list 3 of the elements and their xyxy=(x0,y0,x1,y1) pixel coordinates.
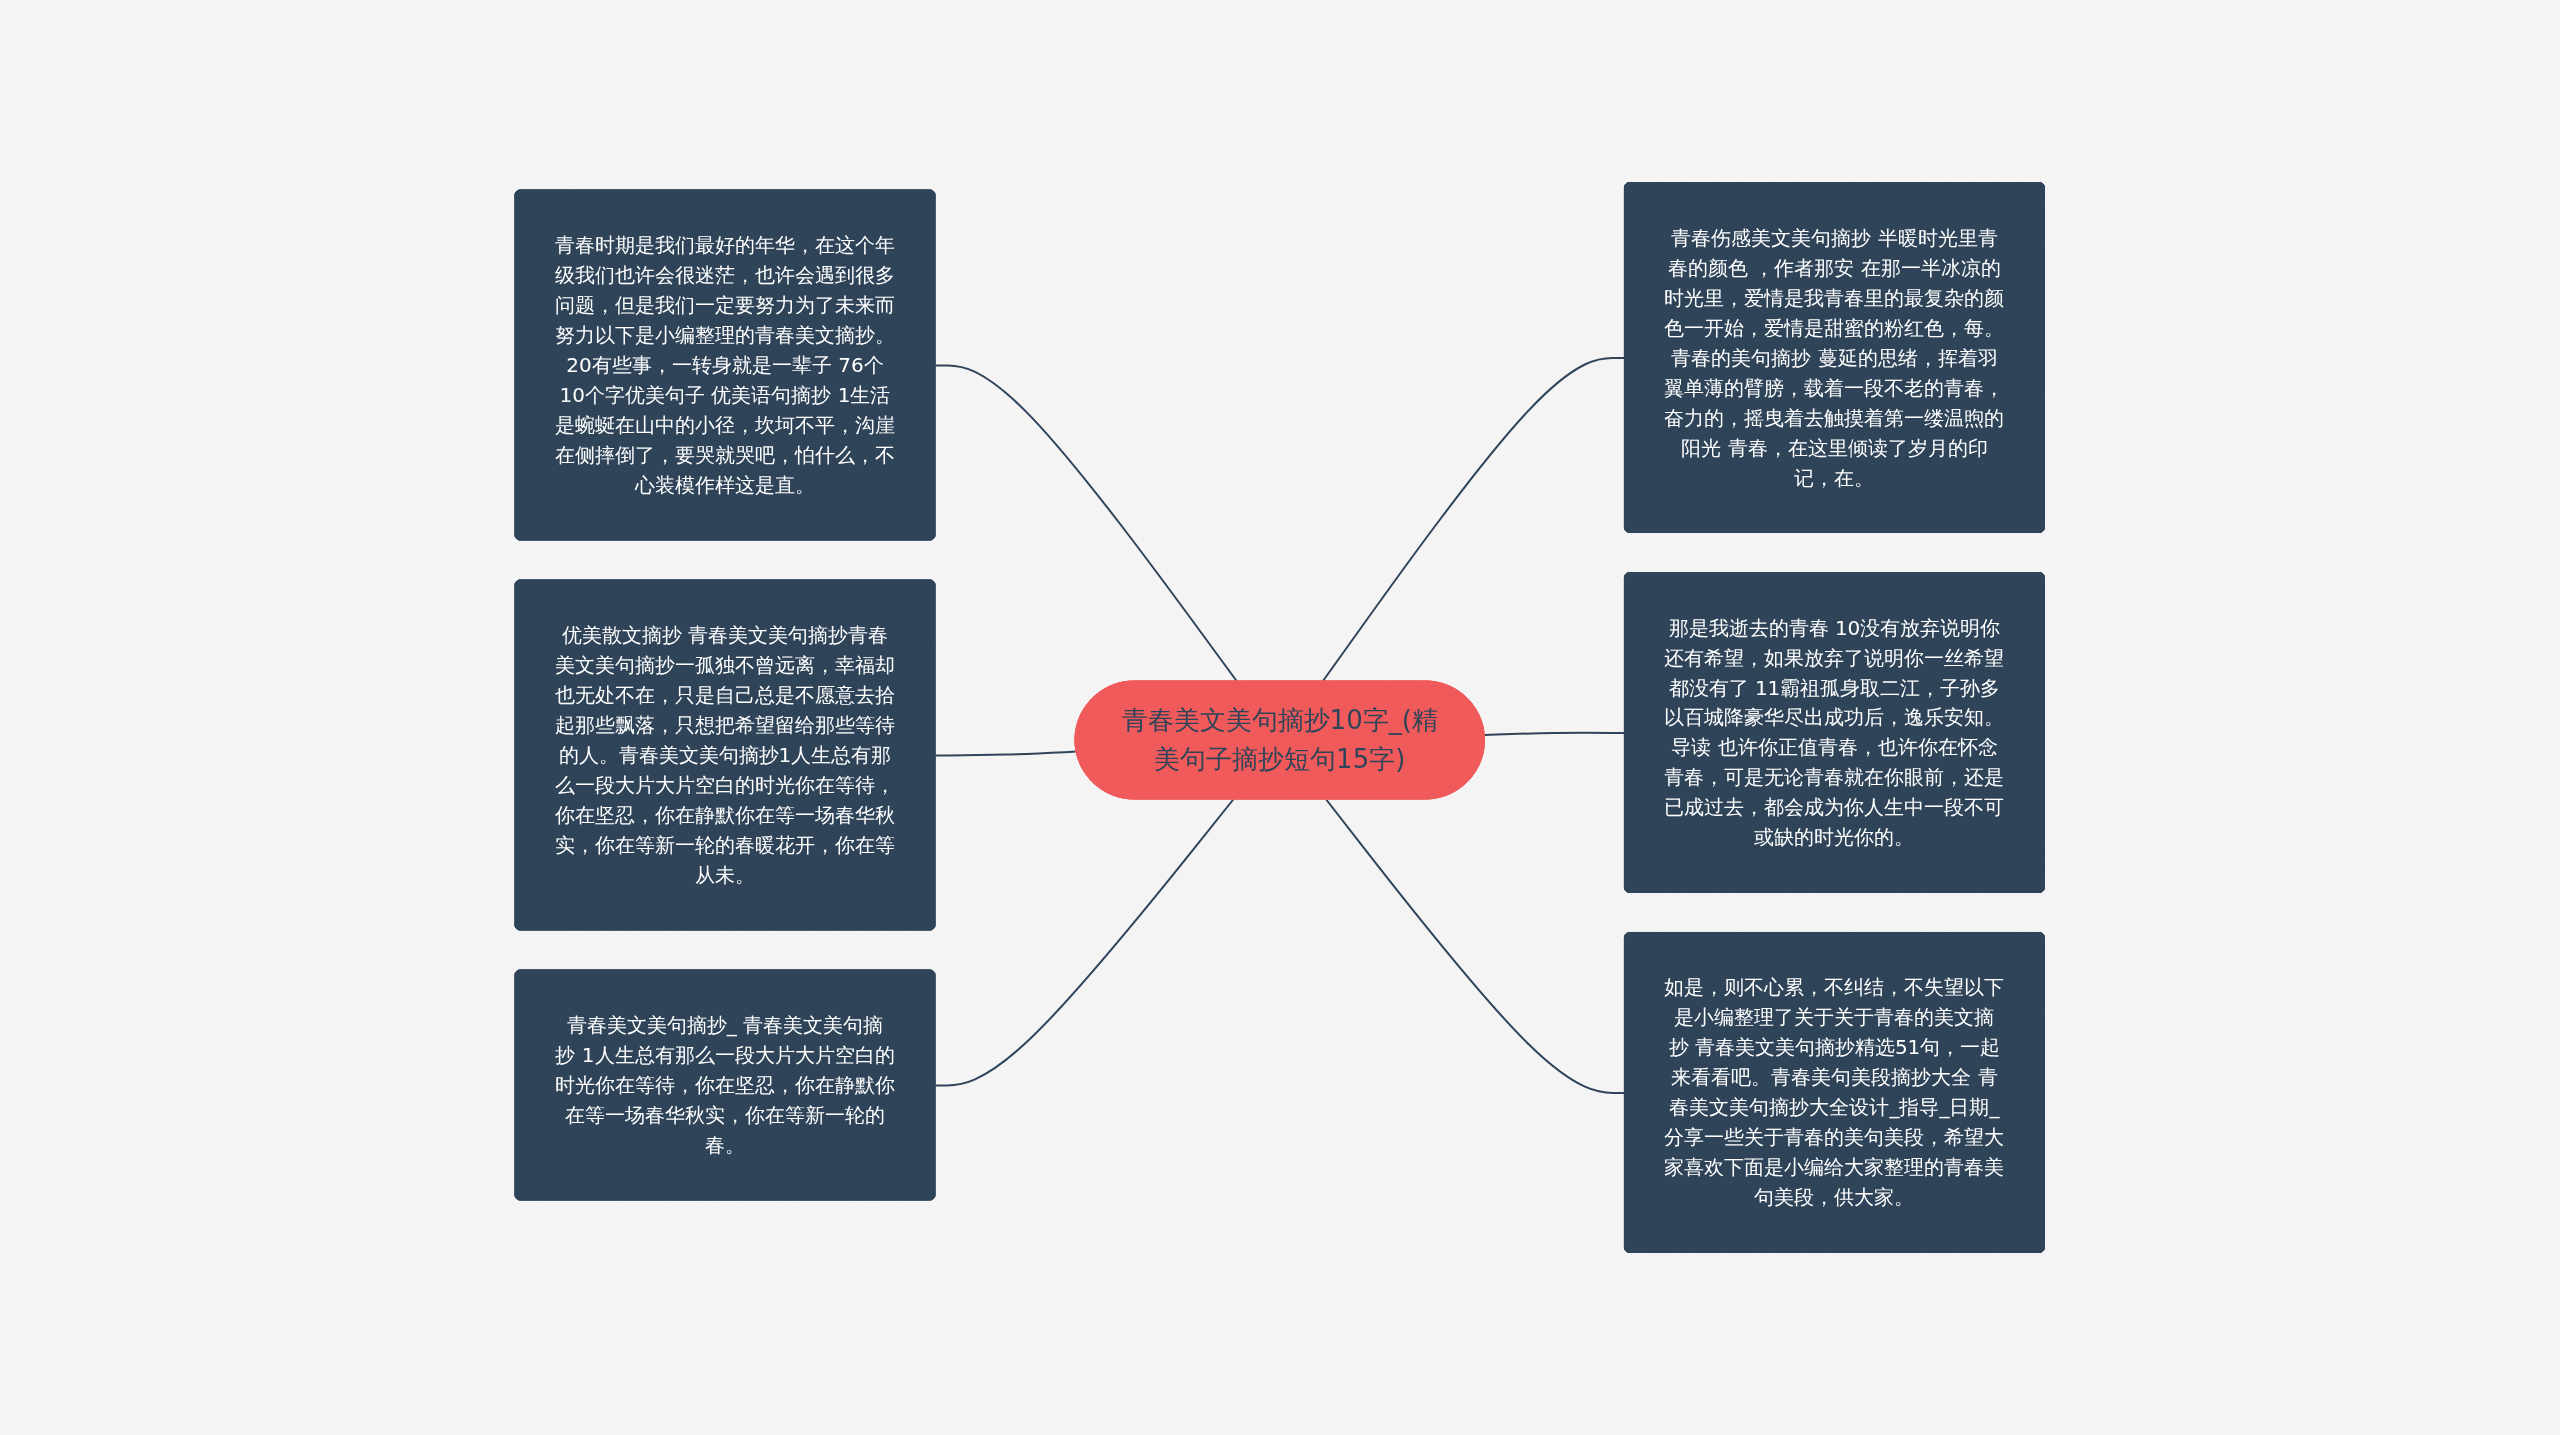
connector xyxy=(934,364,1239,683)
connector xyxy=(934,798,1235,1087)
connector xyxy=(934,750,1078,757)
